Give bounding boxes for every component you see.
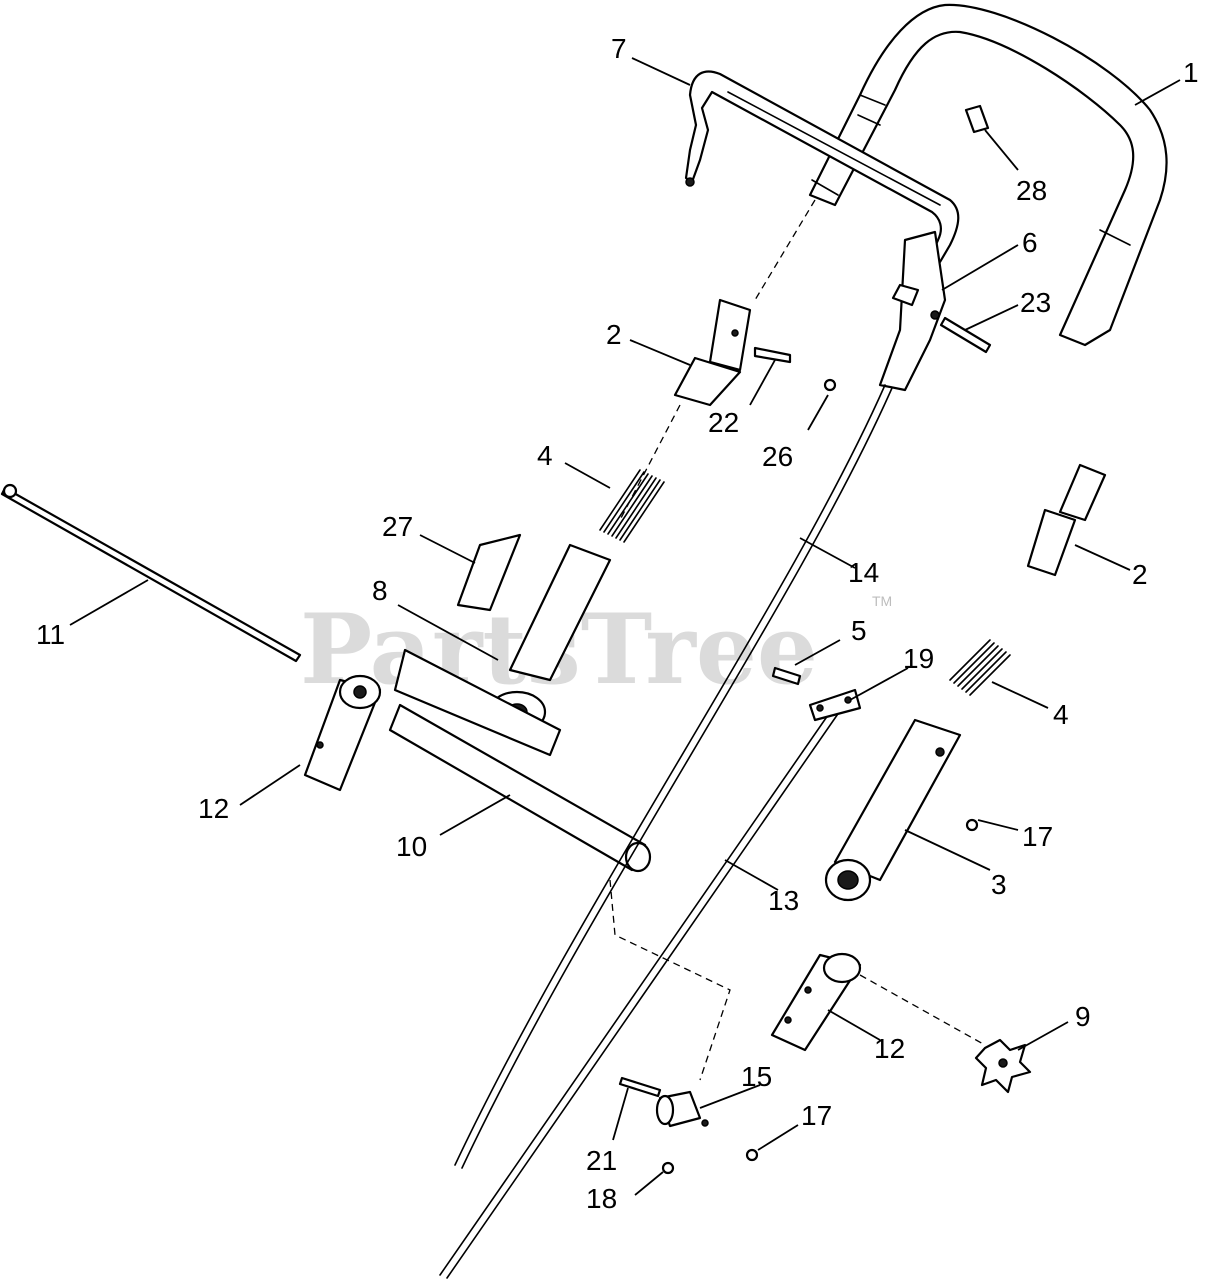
- callout-3: 3: [991, 869, 1007, 900]
- callout-23: 23: [1020, 287, 1051, 318]
- part-1-upper-handle: [808, 3, 1168, 347]
- part-21-bolt: [618, 1076, 662, 1098]
- callout-27: 27: [382, 511, 413, 542]
- watermark-trademark: TM: [872, 593, 892, 609]
- part-9-knob: [974, 1038, 1032, 1094]
- part-28-decal: [964, 104, 990, 134]
- part-27-grip: [456, 533, 522, 612]
- callout-18: 18: [586, 1183, 617, 1214]
- callout-17-upper: 17: [1022, 821, 1053, 852]
- part-17-nut-lower: [745, 1148, 759, 1162]
- callout-22: 22: [708, 407, 739, 438]
- part-6-cable-bracket: [878, 230, 947, 392]
- callout-1: 1: [1183, 57, 1199, 88]
- callout-17-lower: 17: [801, 1100, 832, 1131]
- callout-8: 8: [372, 575, 388, 606]
- part-2-handle-mount-right: [1026, 463, 1107, 577]
- part-13-cable-lower: [439, 704, 836, 1276]
- part-23-pin: [939, 316, 992, 354]
- part-4-spring-left: [599, 469, 665, 543]
- part-10-cross-tube: [388, 703, 652, 873]
- callout-19: 19: [903, 643, 934, 674]
- callout-11: 11: [36, 619, 65, 650]
- part-5-bolt: [771, 666, 802, 686]
- callout-2-right: 2: [1132, 559, 1148, 590]
- callout-15: 15: [741, 1061, 772, 1092]
- callout-6: 6: [1022, 227, 1038, 258]
- part-15-cable-clamp: [655, 1090, 709, 1128]
- callout-7: 7: [611, 33, 627, 64]
- callout-4-left: 4: [537, 440, 553, 471]
- part-12-plate-left: [303, 674, 382, 792]
- callout-2-upper: 2: [606, 319, 622, 350]
- callout-14: 14: [848, 557, 879, 588]
- part-11-rod: [0, 483, 302, 663]
- callout-26: 26: [762, 441, 793, 472]
- callout-28: 28: [1016, 175, 1047, 206]
- part-8-lower-bracket-left: [393, 543, 612, 757]
- callout-12-left: 12: [198, 793, 229, 824]
- callout-12-right: 12: [874, 1033, 905, 1064]
- part-17-nut-upper: [965, 818, 979, 832]
- part-3-lower-bracket-right: [824, 718, 962, 902]
- part-12-plate-right: [770, 952, 862, 1052]
- part-7-control-bail: [684, 70, 960, 264]
- part-18-washer: [661, 1161, 675, 1175]
- callout-4-right: 4: [1053, 699, 1069, 730]
- callout-13: 13: [768, 885, 799, 916]
- part-14-cable-long: [454, 384, 886, 1166]
- leader-lines: [69, 57, 1181, 1196]
- part-26-nut: [823, 378, 837, 392]
- part-2-handle-mount-upper: [673, 298, 752, 407]
- part-19-clip: [808, 688, 862, 722]
- callout-10: 10: [396, 831, 427, 862]
- callout-21: 21: [586, 1145, 617, 1176]
- part-4-spring-right: [949, 639, 1011, 696]
- callout-9: 9: [1075, 1001, 1091, 1032]
- part-22-bolt: [753, 346, 792, 364]
- callout-5: 5: [851, 615, 867, 646]
